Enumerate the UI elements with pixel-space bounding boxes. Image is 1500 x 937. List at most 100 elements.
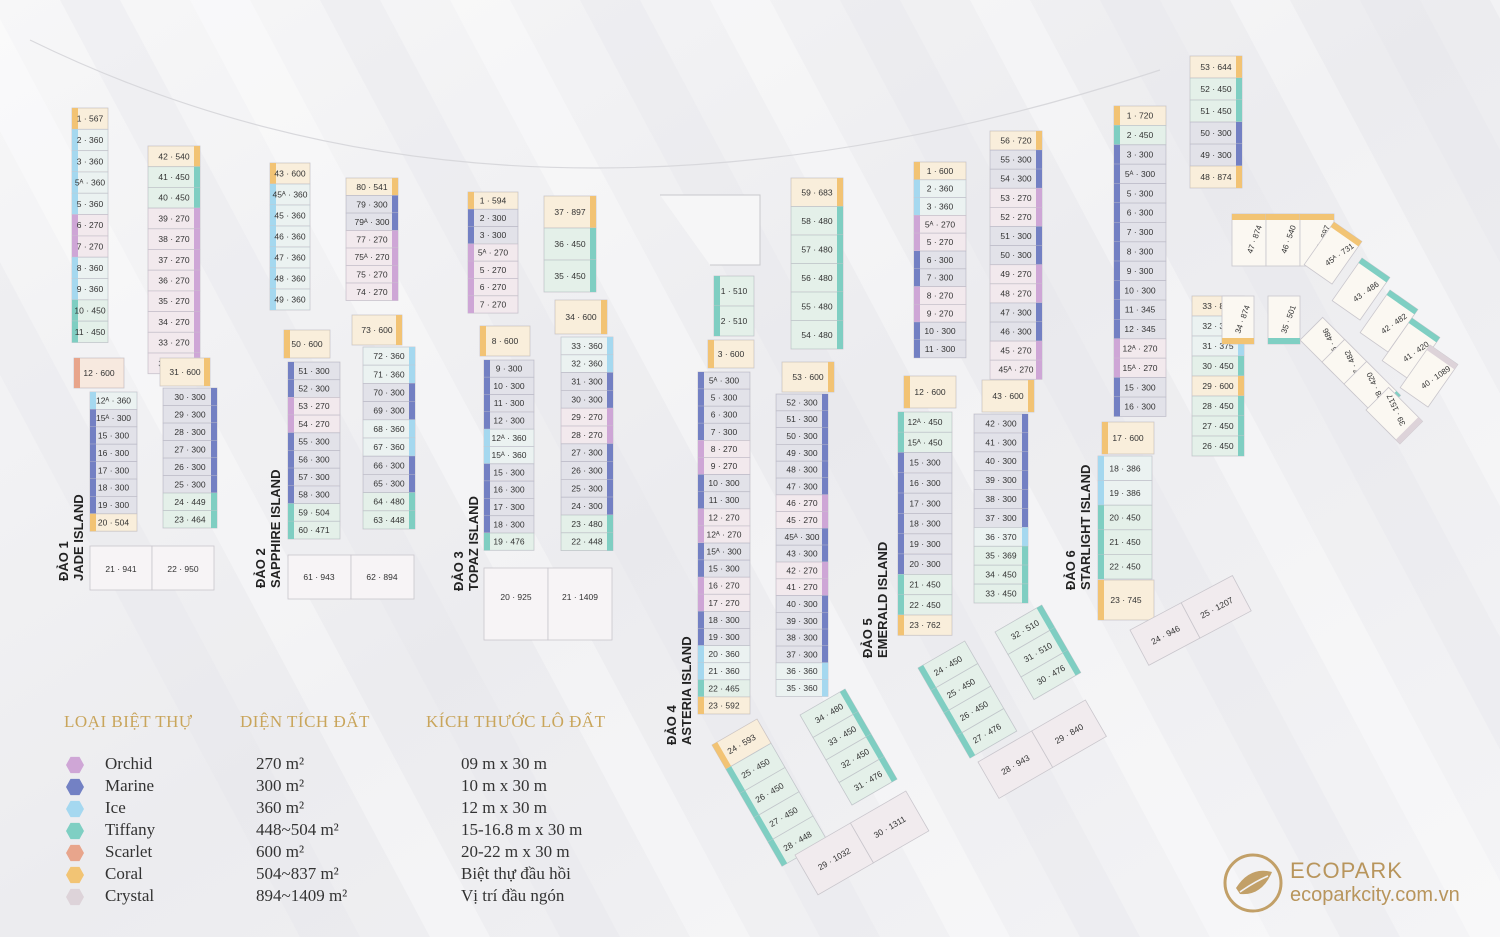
lot-ice[interactable]: 72 · 360 xyxy=(362,346,416,366)
lot-ice[interactable]: 12ᴬ · 360 xyxy=(483,428,535,447)
lot-tiffany[interactable]: 32 · 510 xyxy=(994,604,1056,656)
lot-marine[interactable]: 16 · 300 xyxy=(1113,396,1167,417)
lot-ice[interactable]: 3 · 360 xyxy=(913,197,967,216)
lot-orchid[interactable]: 53 · 270 xyxy=(989,187,1043,208)
lot-marine[interactable]: 66 · 300 xyxy=(362,455,416,475)
lot-tiffany[interactable]: 12ᴬ · 450 xyxy=(897,411,953,433)
lot-ice[interactable]: 33 · 360 xyxy=(560,336,614,356)
lot-marine[interactable]: 18 · 300 xyxy=(89,478,138,497)
lot-coral[interactable]: 43 · 600 xyxy=(269,162,311,185)
lot-marine[interactable]: 5 · 300 xyxy=(1113,183,1167,204)
lot-tiffany[interactable]: 24 · 449 xyxy=(162,492,218,511)
lot-marine[interactable]: 54 · 300 xyxy=(989,168,1043,189)
lot-coral[interactable]: 53 · 644 xyxy=(1189,55,1243,79)
lot-marine[interactable]: 24 · 300 xyxy=(560,496,614,516)
lot-coral[interactable]: 12 · 600 xyxy=(903,375,957,409)
lot-orchid[interactable]: 17 · 270 xyxy=(697,593,751,612)
lot-marine[interactable]: 15 · 300 xyxy=(1113,377,1167,398)
lot-ice[interactable]: 3 · 360 xyxy=(71,150,109,173)
lot-marine[interactable]: 43 · 300 xyxy=(775,544,829,563)
lot-tiffany[interactable]: 10 · 450 xyxy=(71,299,109,322)
lot-tiffany[interactable]: 31 · 476 xyxy=(838,756,898,806)
lot-orchid[interactable]: 75ᴬ · 270 xyxy=(345,247,399,266)
lot-coral[interactable]: 47 · 874 xyxy=(1231,213,1267,267)
lot-marine[interactable]: 16 · 300 xyxy=(483,480,535,499)
lot-marine[interactable]: 15ᴬ · 300 xyxy=(89,408,138,428)
lot-marine[interactable]: 55 · 300 xyxy=(287,432,341,451)
lot-marine[interactable]: 6 · 300 xyxy=(913,250,967,270)
lot-coral[interactable]: 8 · 600 xyxy=(479,325,531,357)
lot-tiffany[interactable]: 26 · 450 xyxy=(739,766,800,819)
lot-orchid[interactable]: 7 · 270 xyxy=(71,235,109,258)
lot-orchid[interactable]: 48 · 270 xyxy=(989,283,1043,304)
lot-marine[interactable]: 38 · 300 xyxy=(973,489,1029,509)
lot-orchid[interactable]: 53 · 270 xyxy=(287,397,341,416)
lot-tiffany[interactable]: 40 · 450 xyxy=(147,187,201,209)
lot-marine[interactable]: 18 · 300 xyxy=(483,515,535,534)
lot-ice[interactable]: 12ᴬ · 360 xyxy=(89,391,138,410)
lot-tiffany[interactable]: 35 · 450 xyxy=(543,259,597,293)
lot-coral[interactable]: 29 · 600 xyxy=(1191,375,1245,397)
lot-marine[interactable]: 27 · 300 xyxy=(560,443,614,463)
lot-marine[interactable]: 70 · 300 xyxy=(362,383,416,403)
lot-marine[interactable]: 25 · 300 xyxy=(560,478,614,498)
lot-ice[interactable]: 45ᴬ · 360 xyxy=(269,183,311,206)
lot-coral[interactable]: 34 · 600 xyxy=(554,299,608,335)
lot-tiffany[interactable]: 30 · 476 xyxy=(1020,649,1082,701)
lot-tiffany[interactable]: 43 · 486 xyxy=(1331,257,1391,321)
lot-marine[interactable]: 50 · 300 xyxy=(1189,121,1243,145)
lot-coral[interactable]: 56 · 720 xyxy=(989,130,1043,151)
lot-marine[interactable]: 31 · 300 xyxy=(560,372,614,391)
lot-ice[interactable]: 36 · 370 xyxy=(973,527,1029,547)
lot-tiffany[interactable]: 59 · 504 xyxy=(287,503,341,522)
lot-coral[interactable]: 73 · 600 xyxy=(351,314,403,346)
lot-coral[interactable]: 3 · 600 xyxy=(707,339,755,369)
lot-tiffany[interactable]: 42 · 482 xyxy=(1359,289,1419,353)
lot-ice[interactable]: 47 · 360 xyxy=(269,246,311,269)
lot-tiffany[interactable]: 1 · 510 xyxy=(713,275,755,307)
lot-crystal[interactable]: 62 · 894 xyxy=(350,554,415,600)
lot-ice[interactable]: 48 · 360 xyxy=(269,267,311,290)
lot-marine[interactable]: 56 · 300 xyxy=(287,450,341,469)
lot-tiffany[interactable]: 2 · 510 xyxy=(713,305,755,337)
lot-marine[interactable]: 79 · 300 xyxy=(345,195,399,214)
lot-marine[interactable]: 28 · 300 xyxy=(162,422,218,441)
lot-marine[interactable]: 40 · 300 xyxy=(973,451,1029,472)
lot-marine[interactable]: 9 · 300 xyxy=(483,359,535,378)
lot-marine[interactable]: 51 · 300 xyxy=(989,226,1043,247)
lot-orchid[interactable]: 33 · 270 xyxy=(147,331,201,354)
lot-marine[interactable]: 3 · 300 xyxy=(1113,144,1167,165)
lot-marine[interactable]: 17 · 300 xyxy=(897,492,953,514)
lot-ice[interactable]: 8 · 360 xyxy=(71,256,109,279)
lot-marine[interactable]: 7 · 300 xyxy=(913,268,967,288)
lot-coral[interactable]: 50 · 600 xyxy=(283,329,331,359)
lot-coral[interactable]: 37 · 897 xyxy=(543,195,597,229)
lot-tiffany[interactable]: 15ᴬ · 450 xyxy=(897,431,953,453)
lot-ice[interactable]: 2 · 360 xyxy=(913,179,967,198)
lot-orchid[interactable]: 49 · 270 xyxy=(989,264,1043,285)
lot-crystal[interactable]: 28 · 943 xyxy=(977,730,1054,799)
lot-marine[interactable]: 18 · 300 xyxy=(697,610,751,629)
lot-orchid[interactable]: 8 · 270 xyxy=(913,286,967,305)
lot-marine[interactable]: 47 · 300 xyxy=(775,477,829,496)
lot-marine[interactable]: 52 · 300 xyxy=(775,393,829,412)
lot-marine[interactable]: 16 · 300 xyxy=(897,472,953,494)
lot-marine[interactable]: 11 · 300 xyxy=(913,339,967,359)
lot-crystal[interactable]: 61 · 943 xyxy=(287,554,352,600)
lot-orchid[interactable]: 12ᴬ · 270 xyxy=(697,525,751,544)
lot-marine[interactable]: 79ᴬ · 300 xyxy=(345,212,399,231)
lot-marine[interactable]: 11 · 345 xyxy=(1113,299,1167,320)
lot-marine[interactable]: 30 · 300 xyxy=(560,390,614,409)
lot-crystal[interactable]: 22 · 950 xyxy=(151,545,215,591)
lot-tiffany[interactable]: 58 · 480 xyxy=(790,206,844,236)
lot-marine[interactable]: 19 · 300 xyxy=(89,496,138,515)
lot-tiffany[interactable]: 57 · 480 xyxy=(790,234,844,264)
lot-tiffany[interactable]: 56 · 480 xyxy=(790,263,844,293)
lot-ice[interactable]: 9 · 360 xyxy=(71,278,109,301)
lot-marine[interactable]: 8 · 300 xyxy=(1113,241,1167,262)
lot-marine[interactable]: 10 · 300 xyxy=(1113,280,1167,301)
lot-marine[interactable]: 10 · 300 xyxy=(697,474,751,493)
lot-orchid[interactable]: 74 · 270 xyxy=(345,282,399,301)
lot-tiffany[interactable]: 22 · 450 xyxy=(897,594,953,616)
lot-tiffany[interactable]: 60 · 471 xyxy=(287,520,341,540)
